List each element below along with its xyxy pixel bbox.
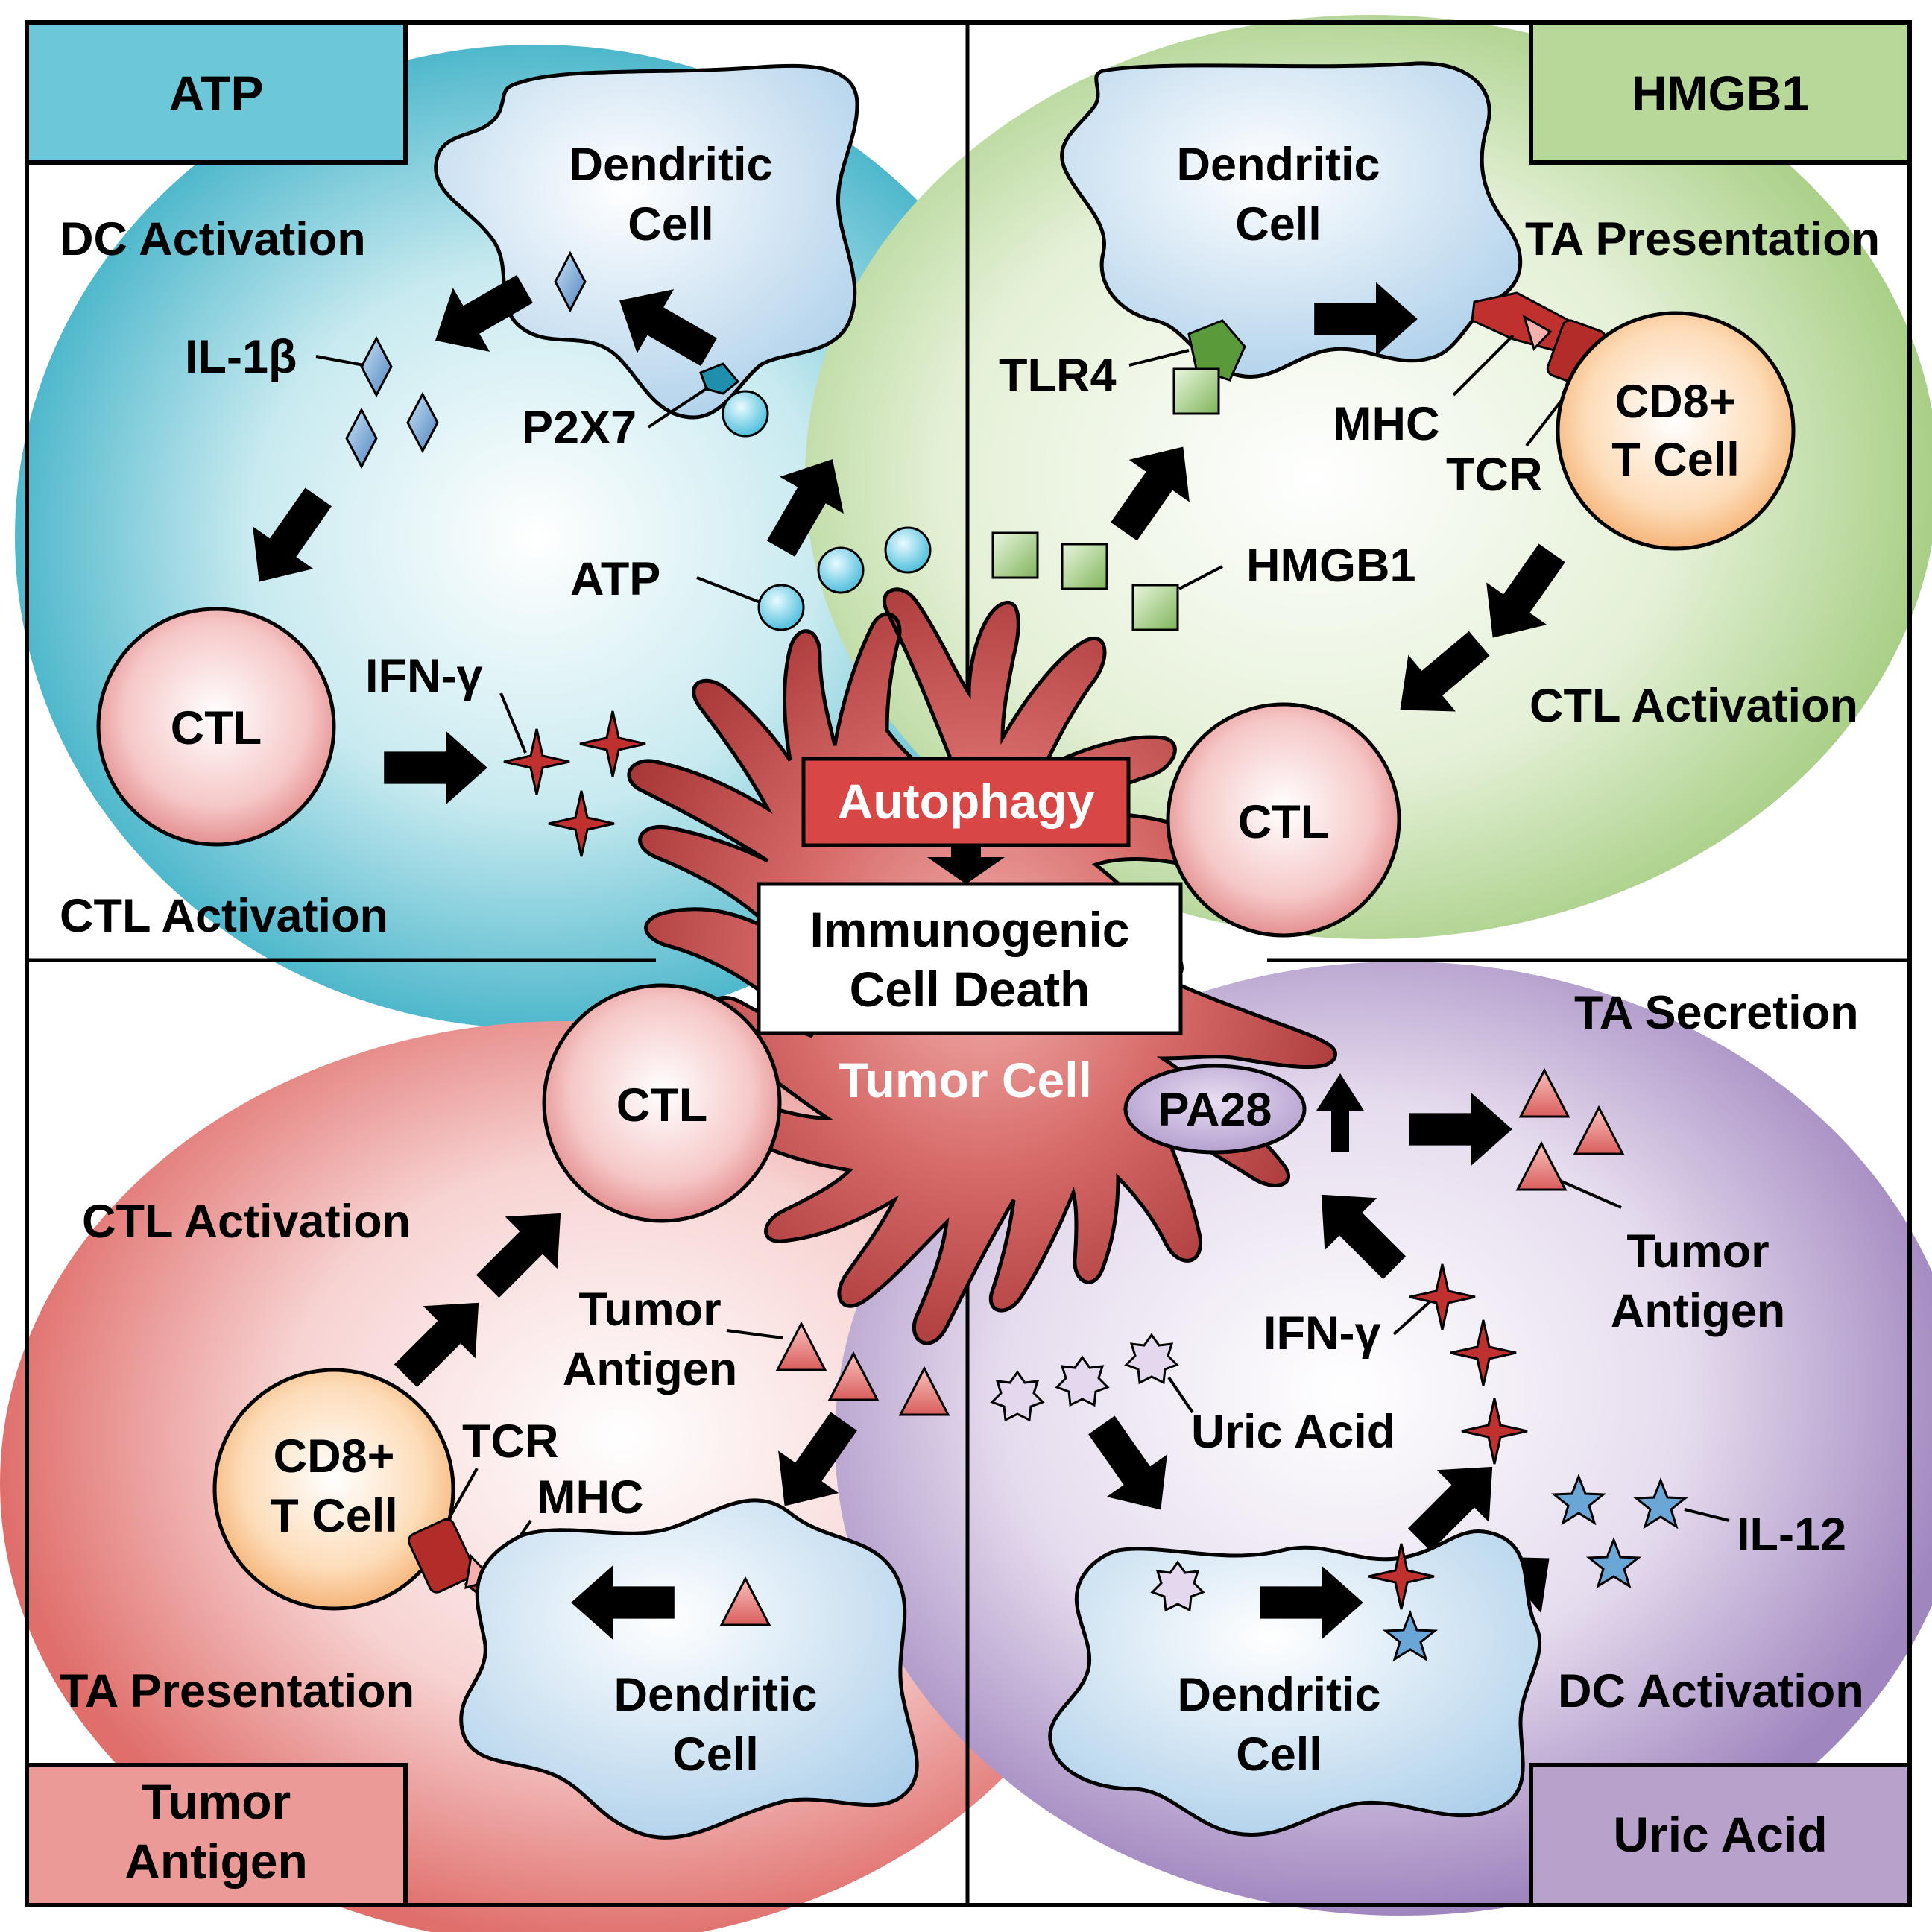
ta-ctl-cell: CTL <box>542 983 782 1223</box>
svg-text:PA28: PA28 <box>1158 1084 1272 1136</box>
tlr4-receptor-icon <box>1187 319 1246 382</box>
hmgb1-square-icon <box>1172 367 1220 415</box>
hmgb1-square-icon <box>1061 543 1108 590</box>
svg-text:CTL: CTL <box>1238 796 1329 848</box>
hmgb1-label: HMGB1 <box>1246 540 1416 592</box>
svg-text:Cell: Cell <box>672 1729 759 1781</box>
atp-molecule-icon <box>817 546 865 594</box>
atp-ifn-label: IFN-γ <box>365 650 483 702</box>
tlr4-label: TLR4 <box>999 350 1117 402</box>
ua-ta-secretion-label: TA Secretion <box>1574 987 1859 1039</box>
ua-ifn-label: IFN-γ <box>1263 1307 1381 1360</box>
hmgb1-mhc-label: MHC <box>1333 398 1439 450</box>
svg-text:Cell: Cell <box>1236 1729 1322 1781</box>
svg-text:Cell: Cell <box>1235 198 1322 250</box>
ua-tumor-antigen-label-2: Antigen <box>1611 1285 1785 1337</box>
svg-text:Dendritic: Dendritic <box>569 139 772 191</box>
up-arrow-icon <box>1316 1073 1364 1152</box>
hmgb1-ctl-activation-label: CTL Activation <box>1530 680 1858 732</box>
hmgb1-cd8-t-cell: CD8+ T Cell <box>1556 311 1796 551</box>
svg-text:T Cell: T Cell <box>270 1490 398 1542</box>
quadrant-frame <box>25 20 1912 1907</box>
svg-text:Uric Acid: Uric Acid <box>1613 1807 1827 1862</box>
atp-label: ATP <box>570 553 660 605</box>
atp-dc-activation-label: DC Activation <box>60 213 366 265</box>
svg-text:CTL: CTL <box>171 702 262 754</box>
tag-tumor-antigen: Tumor Antigen <box>25 1763 408 1907</box>
svg-text:Autophagy: Autophagy <box>838 774 1095 829</box>
atp-molecule-icon <box>884 526 932 574</box>
ta-tumor-antigen-label-2: Antigen <box>563 1343 737 1395</box>
ua-dc-activation-label: DC Activation <box>1558 1665 1864 1717</box>
atp-molecule-icon <box>757 584 805 631</box>
svg-text:T Cell: T Cell <box>1611 434 1740 486</box>
ua-dendritic-cell: Dendritic Cell <box>1048 1530 1541 1837</box>
hmgb1-tcr-label: TCR <box>1446 449 1542 501</box>
hmgb1-square-icon <box>1131 584 1179 631</box>
uric-acid-label: Uric Acid <box>1191 1406 1395 1458</box>
svg-text:CD8+: CD8+ <box>274 1430 395 1483</box>
svg-text:Dendritic: Dendritic <box>1176 139 1380 191</box>
ta-tumor-antigen-label-1: Tumor <box>578 1284 721 1336</box>
svg-text:CD8+: CD8+ <box>1615 376 1737 428</box>
autophagy-box: Autophagy <box>801 757 1131 847</box>
tag-hmgb1: HMGB1 <box>1529 20 1912 165</box>
svg-text:Cell Death: Cell Death <box>850 962 1090 1017</box>
p2x7-label: P2X7 <box>522 402 637 454</box>
svg-text:Antigen: Antigen <box>124 1834 308 1889</box>
svg-text:Tumor: Tumor <box>142 1774 291 1829</box>
atp-dendritic-cell: Dendritic Cell <box>434 63 859 420</box>
ua-tumor-antigen-label-1: Tumor <box>1626 1225 1769 1278</box>
il12-label: IL-12 <box>1737 1509 1846 1561</box>
ta-presentation-label: TA Presentation <box>60 1665 414 1717</box>
hmgb1-dendritic-cell: Dendritic Cell <box>1060 61 1523 379</box>
autophagy-arrow <box>927 845 1005 884</box>
tag-uric-acid: Uric Acid <box>1529 1763 1912 1907</box>
svg-text:Immunogenic: Immunogenic <box>809 902 1129 957</box>
tumor-cell-label: Tumor Cell <box>839 1052 1092 1108</box>
svg-text:CTL: CTL <box>616 1079 707 1131</box>
svg-text:HMGB1: HMGB1 <box>1632 66 1809 121</box>
svg-text:Dendritic: Dendritic <box>613 1669 817 1721</box>
il1b-label: IL-1β <box>185 331 297 383</box>
atp-molecule-icon <box>722 390 769 438</box>
ta-tcr-label: TCR <box>462 1415 558 1468</box>
hmgb1-square-icon <box>991 531 1039 579</box>
svg-text:ATP: ATP <box>168 66 263 121</box>
svg-text:Cell: Cell <box>628 198 714 250</box>
p2x7-receptor-icon <box>699 362 740 395</box>
atp-ctl-activation-label: CTL Activation <box>60 890 388 942</box>
atp-ctl-cell: CTL <box>96 607 336 847</box>
tag-atp: ATP <box>25 20 408 165</box>
hmgb1-ctl-cell: CTL <box>1166 702 1401 938</box>
ta-mhc-label: MHC <box>537 1471 643 1524</box>
ta-cd8-t-cell: CD8+ T Cell <box>212 1368 455 1611</box>
hmgb1-ta-presentation-label: TA Presentation <box>1525 213 1880 265</box>
pa28-protein: PA28 <box>1123 1064 1307 1155</box>
ta-ctl-activation-label: CTL Activation <box>82 1196 411 1248</box>
ta-dendritic-cell: Dendritic Cell <box>459 1498 919 1840</box>
svg-text:Dendritic: Dendritic <box>1177 1669 1380 1721</box>
icd-box: Immunogenic Cell Death <box>757 882 1183 1035</box>
